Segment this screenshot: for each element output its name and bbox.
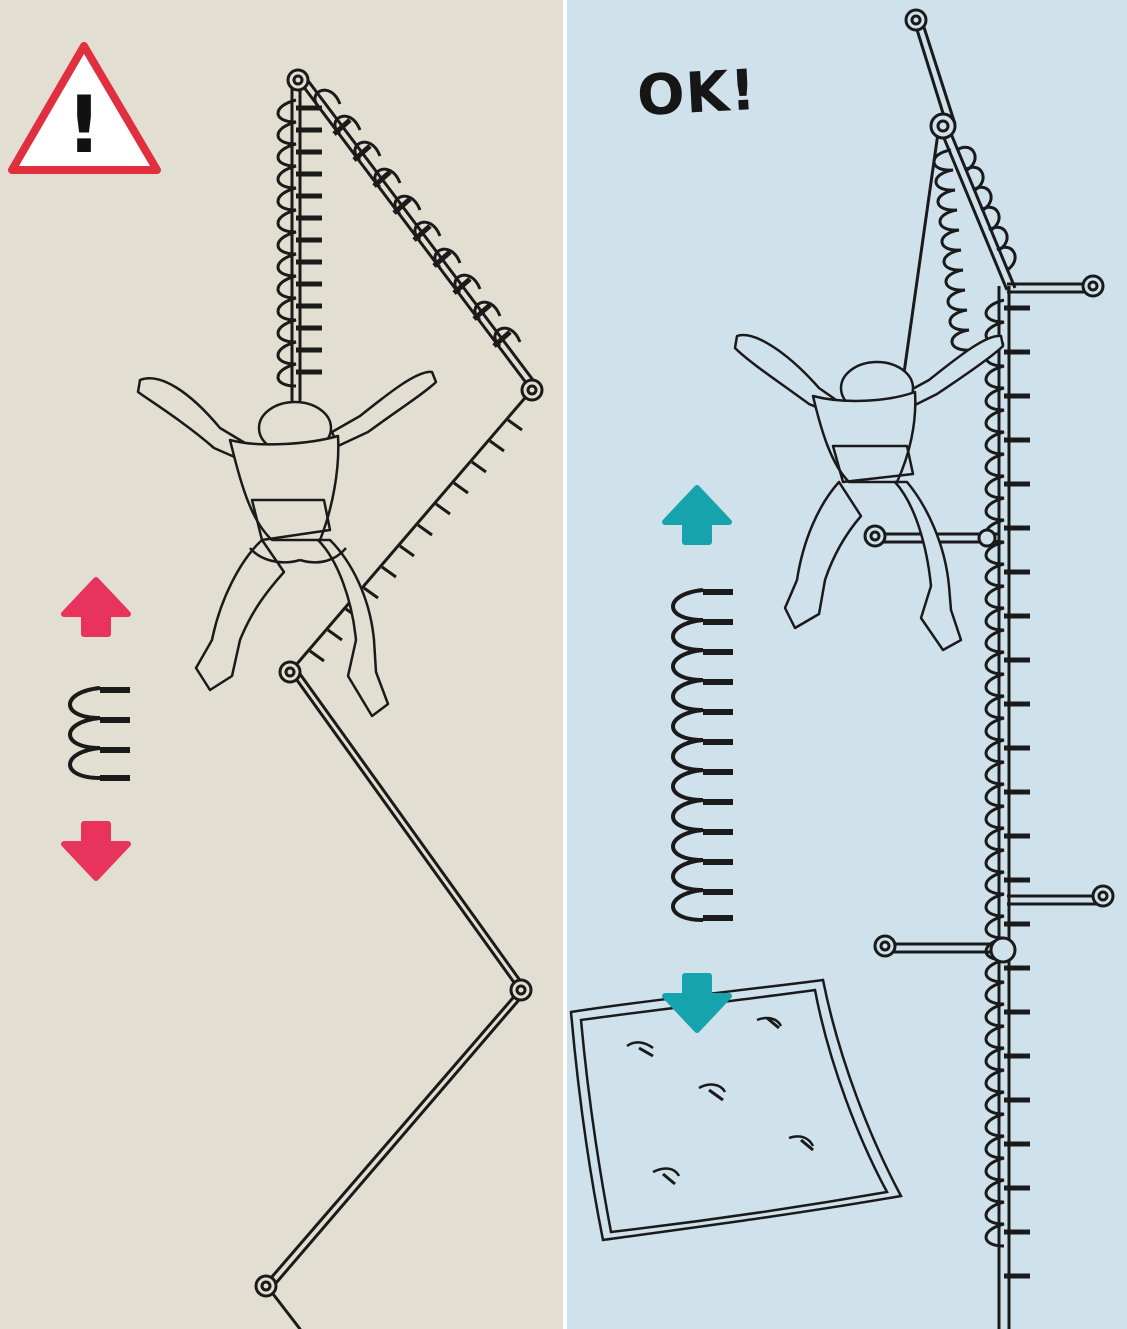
warning-exclamation: ! [66, 81, 102, 171]
ok-verdict-label: OK! [637, 60, 797, 129]
panel-incorrect-drawing: ! [0, 0, 563, 1329]
panel-correct: OK! [567, 0, 1127, 1329]
panel-incorrect: ! [0, 0, 563, 1329]
panel-correct-drawing: OK! [567, 0, 1127, 1329]
